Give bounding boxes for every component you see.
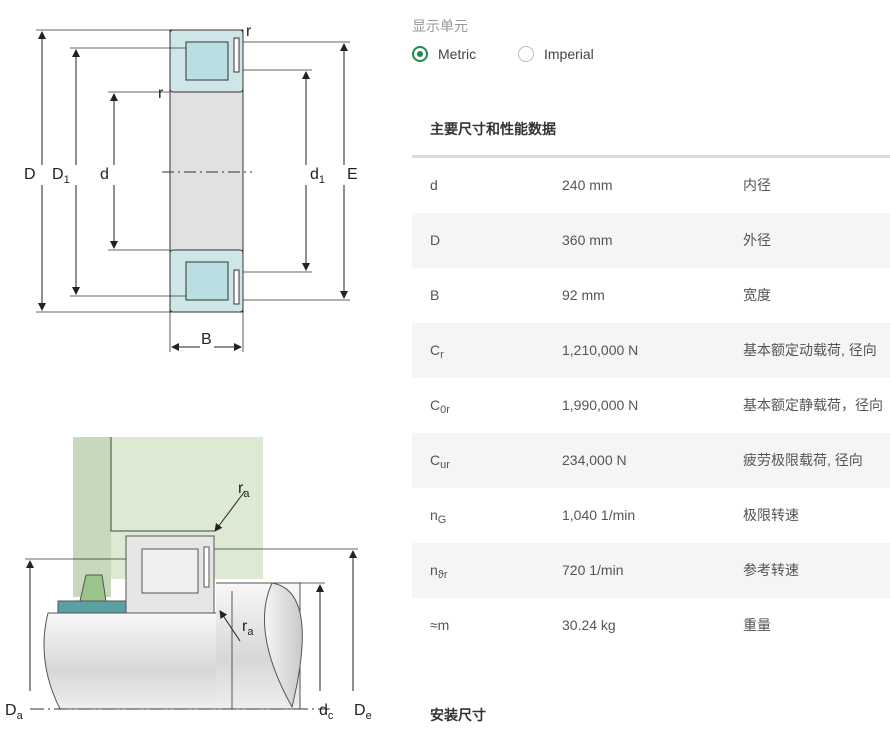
- spec-symbol-main: d: [430, 177, 438, 193]
- table-row: Cr 1,210,000 N 基本额定动载荷, 径向: [412, 323, 890, 378]
- bearing-cross-section-drawing: D D1 d d1 E B r r: [24, 23, 358, 352]
- housing-wall: [73, 437, 111, 597]
- spec-value: 92 mm: [562, 287, 605, 303]
- spec-description: 基本额定动载荷, 径向: [743, 342, 877, 358]
- label-Da: Da: [5, 702, 24, 722]
- spec-symbol-main: D: [430, 232, 441, 248]
- shaft: [43, 612, 219, 710]
- spec-value: 1,040 1/min: [562, 507, 636, 523]
- table-row: ≈m 30.24 kg 重量: [412, 598, 890, 653]
- spec-symbol-main: C: [430, 342, 441, 358]
- spec-symbol-sub: G: [437, 514, 447, 526]
- radio-imperial[interactable]: Imperial: [518, 46, 594, 62]
- spec-symbol: d: [430, 158, 438, 213]
- table-row: Cur 234,000 N 疲劳极限载荷, 径向: [412, 433, 890, 488]
- section-divider: [412, 155, 890, 158]
- label-D: D: [24, 166, 36, 183]
- specs-table: d 240 mm 内径 D 360 mm 外径 B 92 mm 宽度 Cr 1,210,000 N 基…: [412, 158, 890, 653]
- spec-symbol-main: ≈m: [430, 617, 450, 633]
- spec-symbol-main: C: [430, 397, 441, 413]
- spec-value: 720 1/min: [562, 562, 624, 578]
- spec-symbol: Cur: [430, 433, 450, 493]
- table-row: d 240 mm 内径: [412, 158, 890, 213]
- spacer-base: [57, 600, 127, 614]
- table-row: D 360 mm 外径: [412, 213, 890, 268]
- spec-value: 234,000 N: [562, 452, 627, 468]
- units-title: 显示单元: [412, 18, 468, 34]
- label-ra-top: ra: [238, 480, 250, 500]
- housing-outline: [110, 437, 215, 532]
- roller-top: [185, 41, 229, 81]
- spec-symbol: D: [430, 213, 440, 268]
- mounting-extension-lines: [25, 548, 358, 709]
- spec-description: 外径: [743, 232, 771, 248]
- label-d1: d1: [310, 166, 325, 186]
- table-row: nG 1,040 1/min 极限转速: [412, 488, 890, 543]
- spec-symbol: B: [430, 268, 439, 323]
- dimension-arrows: [38, 31, 348, 351]
- drawings-column: D D1 d d1 E B r r: [0, 0, 400, 731]
- roller-bottom: [185, 261, 229, 301]
- rib-bottom: [233, 269, 240, 305]
- shaft-lobe: [263, 582, 303, 709]
- mounted-roller: [141, 548, 199, 594]
- spec-value: 240 mm: [562, 177, 613, 193]
- spec-description: 疲劳极限载荷, 径向: [743, 452, 863, 468]
- main-section-title: 主要尺寸和性能数据: [430, 121, 556, 137]
- table-row: B 92 mm 宽度: [412, 268, 890, 323]
- specifications-panel: 显示单元 Metric Imperial 主要尺寸和性能数据 d 240 mm 内径…: [412, 0, 890, 731]
- label-E: E: [347, 166, 358, 183]
- radio-metric-label: Metric: [438, 46, 477, 62]
- spec-value: 360 mm: [562, 232, 613, 248]
- spec-description: 参考转速: [743, 562, 799, 578]
- label-B: B: [201, 331, 212, 348]
- label-r-top: r: [246, 23, 252, 40]
- spec-symbol-sub: ur: [440, 459, 450, 471]
- spec-symbol-sub: ϑr: [437, 569, 448, 581]
- label-D1: D1: [52, 166, 70, 186]
- rib-top: [233, 37, 240, 73]
- spec-value: 1,990,000 N: [562, 397, 639, 413]
- radio-metric[interactable]: Metric: [412, 46, 476, 62]
- spec-symbol-main: n: [430, 507, 438, 523]
- spec-symbol-main: n: [430, 562, 438, 578]
- mounting-drawing: ra ra Da dc De: [5, 437, 372, 722]
- mounting-section-title: 安装尺寸: [430, 707, 486, 723]
- label-ra-mid: ra: [242, 618, 254, 638]
- radio-imperial-label: Imperial: [544, 46, 594, 62]
- spec-value: 1,210,000 N: [562, 342, 639, 358]
- label-De: De: [354, 702, 372, 722]
- extension-lines: [36, 29, 350, 352]
- label-dc: dc: [319, 702, 334, 722]
- spec-symbol: C0r: [430, 378, 450, 438]
- spec-symbol-main: B: [430, 287, 440, 303]
- spec-symbol: Cr: [430, 323, 444, 383]
- label-r-mid: r: [158, 85, 164, 102]
- mounted-rib: [203, 546, 210, 588]
- spec-symbol: nϑr: [430, 543, 447, 603]
- spec-value: 30.24 kg: [562, 617, 616, 633]
- spec-symbol-sub: r: [440, 349, 444, 361]
- spec-description: 内径: [743, 177, 771, 193]
- mounting-dimension-arrows: [26, 490, 357, 691]
- radio-selected-icon: [412, 46, 428, 62]
- spec-symbol-main: C: [430, 452, 441, 468]
- spec-symbol-sub: 0r: [440, 404, 450, 416]
- spec-description: 重量: [743, 617, 771, 633]
- spec-symbol: nG: [430, 488, 446, 548]
- table-row: C0r 1,990,000 N 基本额定静载荷，径向: [412, 378, 890, 433]
- table-row: nϑr 720 1/min 参考转速: [412, 543, 890, 598]
- spec-description: 基本额定静载荷，径向: [743, 397, 883, 413]
- radio-unselected-icon: [518, 46, 534, 62]
- spec-description: 极限转速: [743, 507, 799, 523]
- spec-symbol: ≈m: [430, 598, 449, 653]
- label-d: d: [100, 166, 109, 183]
- spec-description: 宽度: [743, 287, 771, 303]
